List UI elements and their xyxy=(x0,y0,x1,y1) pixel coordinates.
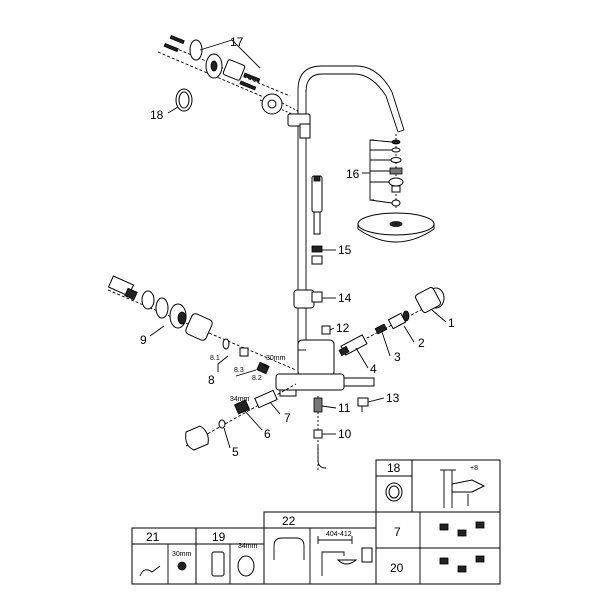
callout-9: 9 xyxy=(140,333,147,347)
hand-shower xyxy=(311,175,323,235)
callout-8-2: 8.2 xyxy=(252,375,262,382)
right-side-parts xyxy=(338,287,445,357)
accessory-label-7: 7 xyxy=(394,525,401,539)
accessory-box-7-20: 7 20 xyxy=(375,511,501,585)
dim-34mm-19: 34mm xyxy=(238,543,258,550)
accessory-table: 18 +8 21 30mm 19 xyxy=(131,459,501,585)
callout-11: 11 xyxy=(338,401,351,415)
dim-404-412: 404-412 xyxy=(326,531,352,538)
shower-slider xyxy=(293,289,336,309)
accessory-label-18: 18 xyxy=(387,461,401,475)
callout-18: 18 xyxy=(150,108,164,122)
callout-16: 16 xyxy=(346,167,360,181)
callout-12: 12 xyxy=(336,321,350,335)
dim-34mm: 34mm xyxy=(230,396,250,403)
accessory-label-22: 22 xyxy=(282,514,296,528)
callout-6: 6 xyxy=(264,427,271,441)
wall-mounting-set xyxy=(157,35,291,115)
wall-spacing-detail: +8 xyxy=(411,459,501,513)
seal-ring-18 xyxy=(167,88,193,114)
callout-8-3: 8.3 xyxy=(234,367,244,374)
left-side-parts xyxy=(107,275,297,451)
callout-14: 14 xyxy=(338,291,352,305)
callout-3: 3 xyxy=(394,350,401,364)
accessory-box-21: 21 30mm xyxy=(131,527,197,585)
callout-labels: 17 18 16 15 14 12 1 2 3 4 13 11 10 9 8.1… xyxy=(140,35,455,459)
accessory-box-19: 19 34mm xyxy=(195,527,265,585)
mixer-outlet-connectors xyxy=(313,396,327,470)
head-shower xyxy=(357,134,435,243)
accessory-box-22: 22 404-412 xyxy=(263,511,377,585)
accessory-label-20: 20 xyxy=(390,561,404,575)
callout-5: 5 xyxy=(232,445,239,459)
accessory-label-21: 21 xyxy=(146,530,160,544)
callout-7: 7 xyxy=(284,411,291,425)
callout-8-1: 8.1 xyxy=(210,355,220,362)
callout-13: 13 xyxy=(386,391,400,405)
callout-15: 15 xyxy=(338,243,352,257)
leader-lines xyxy=(149,309,447,449)
accessory-label-19: 19 xyxy=(212,530,226,544)
callout-17: 17 xyxy=(230,35,244,49)
callout-10: 10 xyxy=(338,427,352,441)
dim-30mm-21: 30mm xyxy=(172,551,192,558)
accessory-box-18: 18 xyxy=(375,459,413,513)
hose-nut xyxy=(311,245,336,265)
dim-plus-8: +8 xyxy=(470,465,478,472)
callout-1: 1 xyxy=(448,316,455,330)
callout-4: 4 xyxy=(370,362,377,376)
callout-8: 8 xyxy=(208,373,215,387)
callout-2: 2 xyxy=(418,336,425,350)
dim-30mm: 30mm xyxy=(266,355,286,362)
